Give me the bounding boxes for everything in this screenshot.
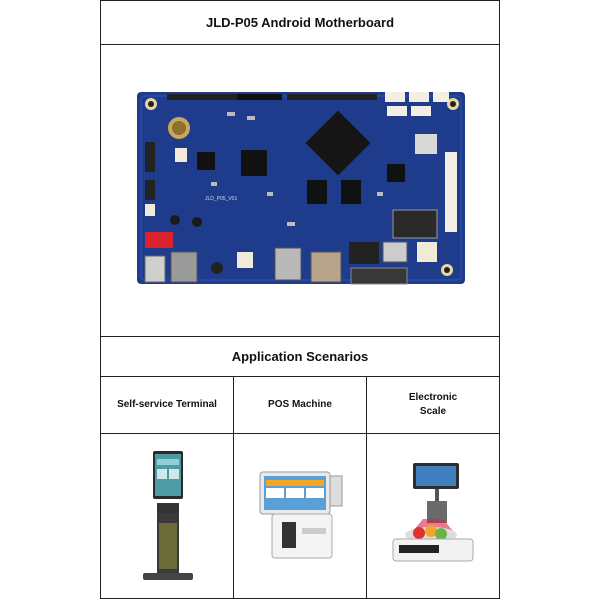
scenario-label-scale: Electronic Scale	[408, 392, 458, 417]
motherboard-image: JLD_P05_V01	[137, 92, 465, 285]
board-photo-cell: JLD_P05_V01	[101, 45, 499, 337]
electronic-scale-image	[392, 463, 474, 562]
product-sheet: JLD-P05 Android Motherboard	[100, 0, 500, 599]
scenario-label-pos: POS Machine	[234, 377, 367, 433]
scenario-label-self-service: Self-service Terminal	[101, 377, 234, 433]
page-title: JLD-P05 Android Motherboard	[101, 1, 499, 45]
kiosk-terminal-image	[143, 451, 193, 580]
pos-machine-image	[259, 471, 343, 559]
pos-cell	[234, 434, 367, 598]
scale-cell	[367, 434, 499, 598]
section-heading: Application Scenarios	[101, 337, 499, 377]
kiosk-cell	[101, 434, 234, 598]
scenario-image-row	[101, 434, 499, 598]
board-silkscreen: JLD_P05_V01	[205, 196, 237, 202]
scenario-label-row: Self-service Terminal POS Machine Electr…	[101, 377, 499, 434]
pcb-board	[137, 92, 465, 284]
